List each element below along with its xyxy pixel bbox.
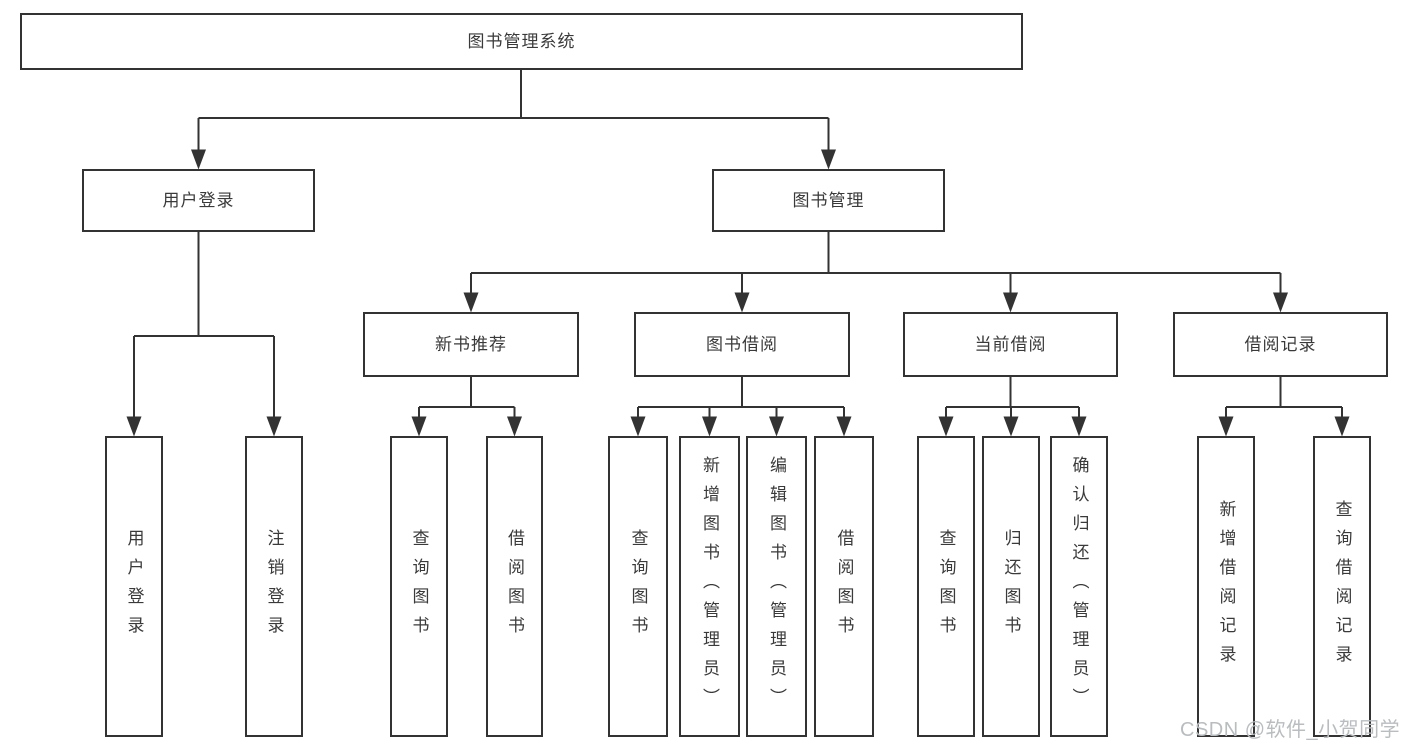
node-label: 当前借阅: [974, 335, 1047, 354]
leaf-recommend-query-books: 查询图书: [390, 436, 448, 737]
csdn-watermark: CSDN @软件_小贺同学: [1180, 719, 1401, 741]
leaf-borrow-borrow-books: 借阅图书: [814, 436, 874, 737]
node-label: 查询图书: [628, 528, 648, 645]
node-label: 查询图书: [936, 528, 956, 645]
node-label: 新增图书（管理员）: [700, 456, 719, 717]
leaf-edit-books-admin: 编辑图书（管理员）: [746, 436, 807, 737]
node-label: 新书推荐: [435, 335, 507, 354]
node-label: 用户登录: [162, 191, 235, 210]
node-label: 查询借阅记录: [1332, 499, 1352, 674]
leaf-logout-login: 注销登录: [245, 436, 303, 737]
leaf-borrow-query-books: 查询图书: [608, 436, 668, 737]
leaf-add-borrow-record: 新增借阅记录: [1197, 436, 1255, 737]
leaf-query-borrow-record: 查询借阅记录: [1313, 436, 1371, 737]
node-new-book-recommend: 新书推荐: [363, 312, 579, 377]
node-label: 查询图书: [409, 528, 429, 645]
node-label: 图书管理: [792, 191, 865, 210]
node-book-management: 图书管理: [712, 169, 945, 232]
node-user-login: 用户登录: [82, 169, 315, 232]
node-label: 图书借阅: [706, 335, 778, 354]
node-label: 新增借阅记录: [1216, 499, 1236, 674]
node-label: 归还图书: [1001, 528, 1021, 645]
node-borrow-records: 借阅记录: [1173, 312, 1388, 377]
leaf-add-books-admin: 新增图书（管理员）: [679, 436, 740, 737]
leaf-current-query-books: 查询图书: [917, 436, 975, 737]
node-label: 确认归还（管理员）: [1069, 456, 1089, 717]
node-label: 借阅图书: [834, 528, 854, 645]
node-label: 借阅图书: [505, 528, 524, 645]
node-book-borrow: 图书借阅: [634, 312, 850, 377]
leaf-recommend-borrow-books: 借阅图书: [486, 436, 543, 737]
leaf-confirm-return-admin: 确认归还（管理员）: [1050, 436, 1108, 737]
node-label: 用户登录: [124, 528, 144, 645]
node-current-borrow: 当前借阅: [903, 312, 1118, 377]
node-label: 编辑图书（管理员）: [767, 456, 786, 717]
leaf-return-books: 归还图书: [982, 436, 1040, 737]
node-label: 借阅记录: [1244, 335, 1317, 354]
leaf-user-login: 用户登录: [105, 436, 163, 737]
node-system-root: 图书管理系统: [20, 13, 1023, 70]
node-label: 图书管理系统: [467, 32, 576, 51]
node-label: 注销登录: [264, 528, 284, 645]
